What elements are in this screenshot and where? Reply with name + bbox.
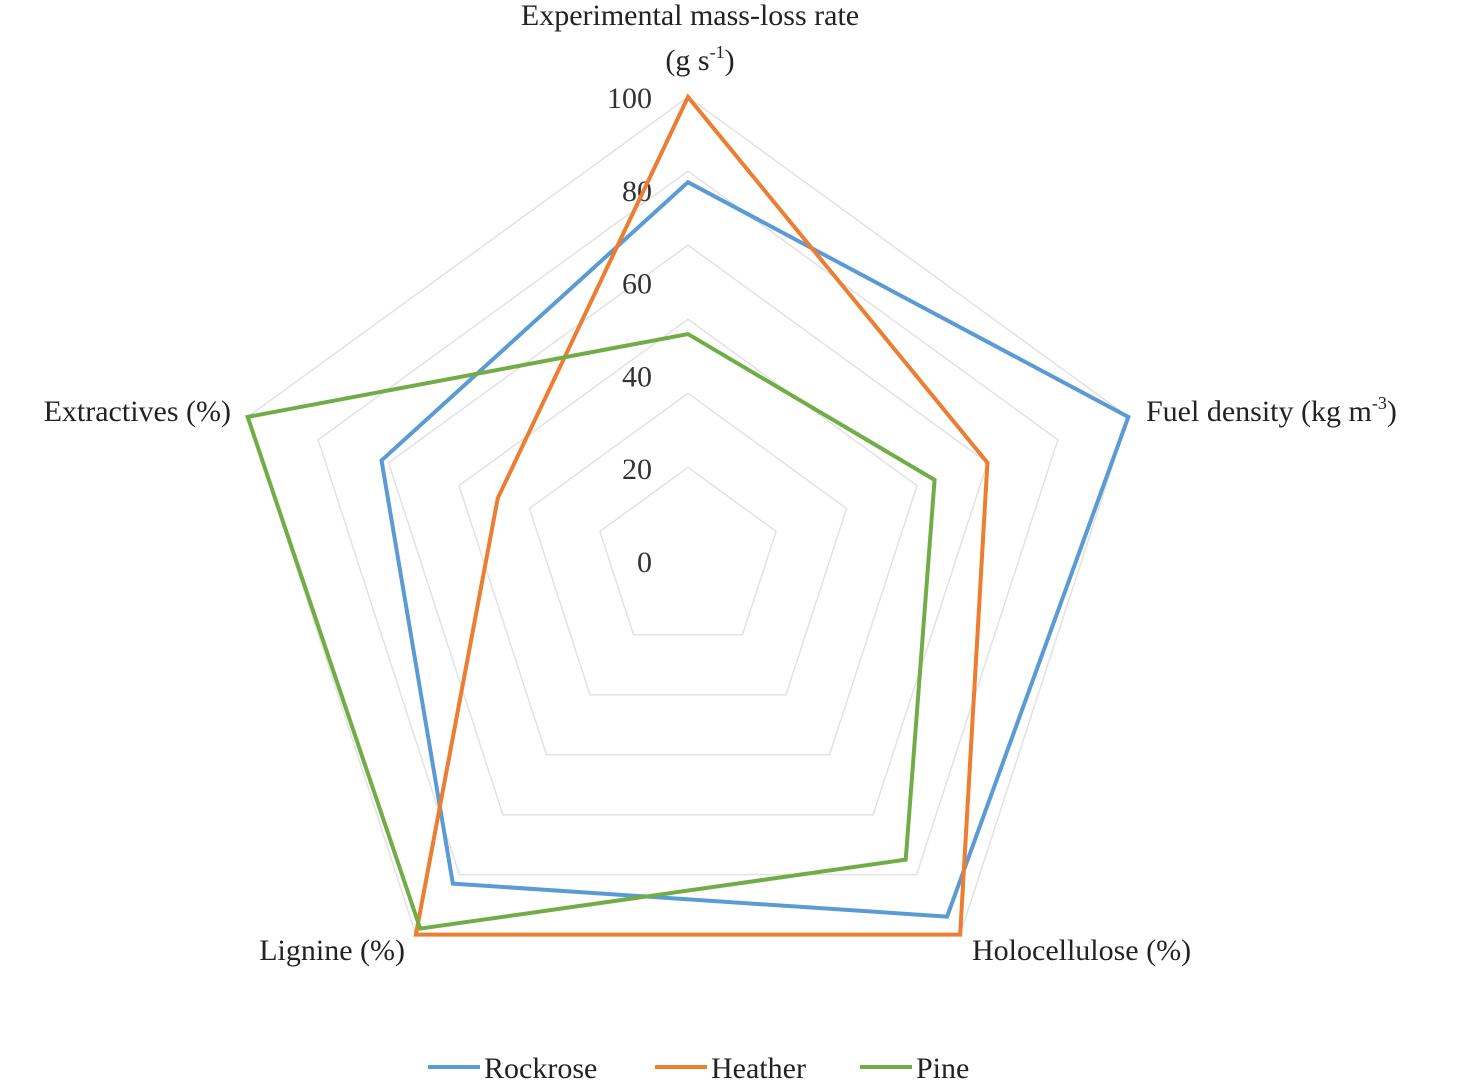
grid-ring-0: [599, 466, 777, 636]
axis-labels: Experimental mass-loss rate (g s-1) Fuel…: [44, 0, 1397, 967]
axis-label-lignine: Lignine (%): [259, 934, 405, 967]
legend-label: Heather: [711, 1052, 806, 1082]
axis-label-mass-loss-line1: Experimental mass-loss rate: [521, 0, 859, 32]
grid-ring-60: [387, 244, 989, 816]
legend-item-heather: Heather: [655, 1052, 806, 1082]
legend-label: Pine: [916, 1052, 969, 1082]
grid-ring-80: [317, 170, 1059, 876]
series-layer: [245, 93, 1131, 937]
legend-label: Rockrose: [484, 1052, 597, 1082]
series-rockrose: [379, 179, 1131, 919]
legend-item-rockrose: Rockrose: [428, 1052, 597, 1082]
series-heather: [413, 93, 990, 937]
tick-label-60: 60: [622, 268, 652, 301]
axis-label-mass-loss-line2: (g s-1): [665, 42, 734, 77]
legend-item-pine: Pine: [860, 1052, 969, 1082]
axis-label-extractives: Extractives (%): [44, 395, 231, 428]
series-pine: [245, 331, 937, 931]
tick-label-0: 0: [637, 546, 652, 579]
axis-label-fuel-density: Fuel density (kg m-3): [1146, 393, 1397, 428]
legend: Rockrose Heather Pine: [428, 1052, 969, 1082]
tick-label-20: 20: [622, 453, 652, 486]
grid-ring-40: [458, 318, 918, 756]
tick-label-100: 100: [607, 82, 652, 115]
tick-label-40: 40: [622, 360, 652, 393]
axis-label-holocellulose: Holocellulose (%): [972, 934, 1191, 967]
grid-ring-20: [528, 392, 848, 696]
